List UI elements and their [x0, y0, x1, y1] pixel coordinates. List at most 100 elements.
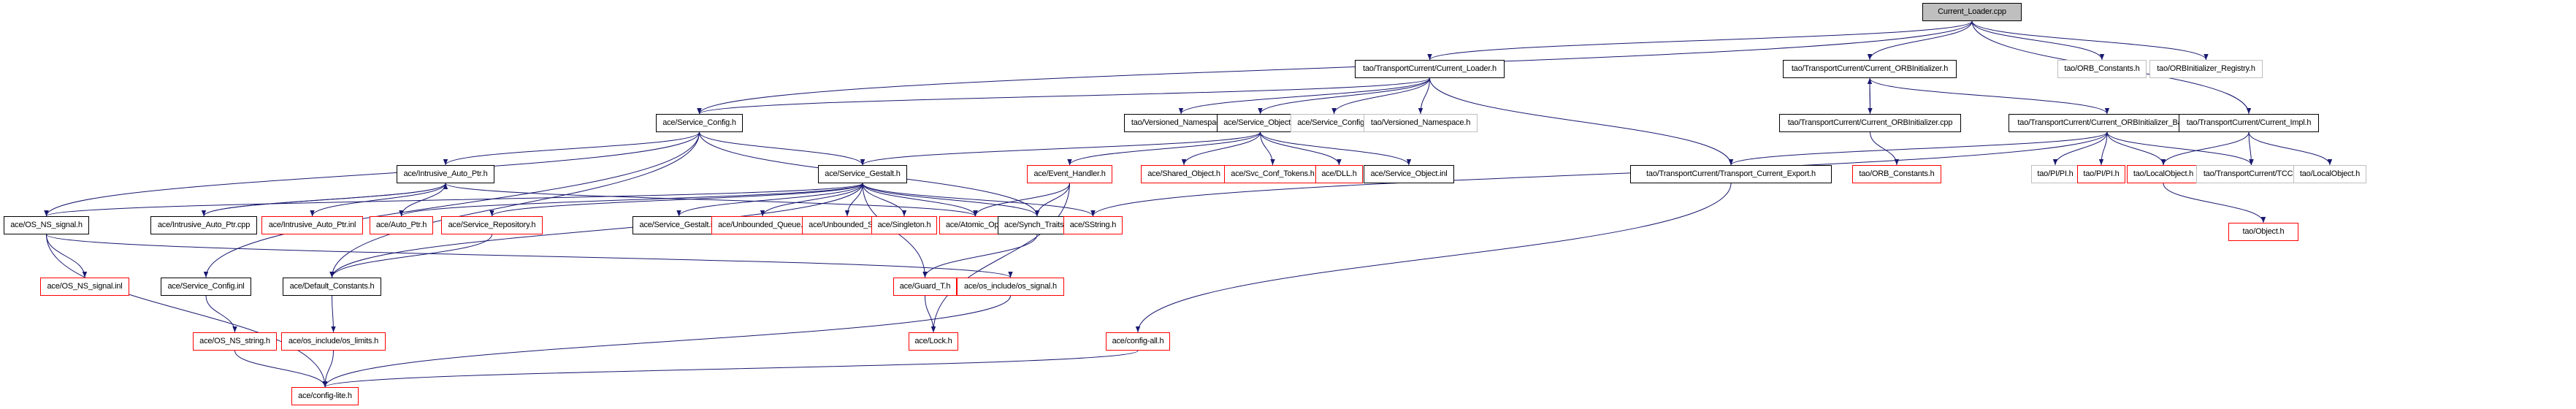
graph-node-dll-h[interactable]: ace/DLL.h: [1315, 165, 1363, 183]
graph-node-lock-h[interactable]: ace/Lock.h: [909, 332, 958, 351]
edge-defconst_h-to-oslimits_h: [331, 295, 336, 333]
edge-cl_h-to-export_h: [1429, 77, 1734, 166]
edge-gestalt_h-to-sstring_h: [862, 183, 1096, 217]
edge-iap_cpp-to-iap_h: [203, 183, 448, 217]
graph-node-defconst-h[interactable]: ace/Default_Constants.h: [283, 278, 381, 296]
graph-node-tcc-ext: tao/TransportCurrent/TCC.h: [2196, 165, 2306, 183]
edge-svc_cfg_h-to-defconst_h: [329, 131, 700, 278]
edge-orbi_base-to-sstring_h: [1090, 131, 2108, 217]
graph-node-pi-red[interactable]: tao/PI/PI.h: [2077, 165, 2125, 183]
edge-svc_cfg_h-to-iap_h: [443, 131, 700, 166]
edge-svc_cfg_h-to-osns_sig_h: [44, 131, 700, 217]
edge-root-to-svc_cfg_h: [697, 20, 1973, 115]
graph-node-svcobj-inl[interactable]: ace/Service_Object.inl: [1364, 165, 1454, 183]
edge-orbi_h-to-orbi_base: [1869, 77, 2110, 115]
edge-cl_h-to-svc_cfg_h: [697, 77, 1430, 115]
graph-node-root[interactable]: Current_Loader.cpp: [1922, 3, 2022, 21]
edge-evh_h-to-lock_h: [930, 183, 1070, 333]
edge-gestalt_h-to-defconst_h: [329, 183, 863, 278]
graph-node-orbi-base[interactable]: tao/TransportCurrent/Current_ORBInitiali…: [2009, 114, 2206, 132]
graph-node-autoptr-h[interactable]: ace/Auto_Ptr.h: [370, 216, 433, 234]
graph-node-guard-h[interactable]: ace/Guard_T.h: [893, 278, 957, 296]
graph-node-ossig-h[interactable]: ace/os_include/os_signal.h: [957, 278, 1064, 296]
graph-node-svc-cfg-h[interactable]: ace/Service_Config.h: [656, 114, 743, 132]
edge-gestalt_h-to-synch_h: [862, 183, 1040, 217]
edge-evh_h-to-atomic_h: [973, 183, 1070, 217]
graph-node-iap-cpp[interactable]: ace/Intrusive_Auto_Ptr.cpp: [150, 216, 257, 234]
edge-osns_sig_h-to-osns_sig_inl: [46, 234, 88, 278]
edge-cl_h-to-svc_obj_h: [1258, 77, 1430, 115]
edge-osns_sig_h-to-ossig_h: [46, 234, 1013, 278]
edge-gestalt_h-to-osns_sig_h: [44, 183, 863, 217]
edge-svccfg_inl-to-osns_str_h: [205, 295, 237, 333]
edge-gestalt_h-to-ubq_h: [760, 183, 863, 217]
edge-gestalt_h-to-svcrep_h: [489, 183, 863, 217]
edge-guard_h-to-lock_h: [925, 295, 936, 333]
edge-evh_h-to-synch_h: [1034, 183, 1070, 217]
graph-node-evh-h[interactable]: ace/Event_Handler.h: [1027, 165, 1112, 183]
graph-node-sstring-h[interactable]: ace/SString.h: [1063, 216, 1123, 234]
graph-node-impl-h[interactable]: tao/TransportCurrent/Current_Impl.h: [2179, 114, 2319, 132]
edge-svc_cfg_h-to-svccfg_inl: [203, 131, 700, 278]
edge-lobj_red-to-object_h: [2163, 183, 2266, 223]
graph-node-vns-ext: tao/Versioned_Namespace.h: [1364, 114, 1478, 132]
graph-node-svc-cfg-ext: ace/Service_Config.h: [1291, 114, 1377, 132]
graph-node-oslimits-h[interactable]: ace/os_include/os_limits.h: [281, 332, 386, 351]
edge-export_h-to-cfgall_h: [1135, 183, 1732, 333]
edge-iap_h-to-iap_inl: [310, 183, 446, 217]
graph-node-cl-h[interactable]: tao/TransportCurrent/Current_Loader.h: [1355, 60, 1505, 78]
edge-orbi_cpp-to-orbconst_red: [1870, 131, 1900, 166]
edge-gestalt_h-to-autoptr_h: [399, 183, 863, 217]
graph-node-svc-obj-h[interactable]: ace/Service_Object.h: [1217, 114, 1304, 132]
edge-iap_h-to-atomic_h: [445, 183, 978, 217]
edge-root-to-cl_h: [1427, 20, 1973, 61]
graph-node-orbreg-ext: tao/ORBInitializer_Registry.h: [2149, 60, 2263, 78]
edge-svc_obj_h-to-svcobj_inl: [1260, 131, 1412, 166]
graph-node-orbi-h[interactable]: tao/TransportCurrent/Current_ORBInitiali…: [1783, 60, 1957, 78]
graph-node-osns-sig-h[interactable]: ace/OS_NS_signal.h: [4, 216, 89, 234]
edge-svcrep_h-to-defconst_h: [329, 234, 492, 278]
graph-node-pi-ext: tao/PI/PI.h: [2031, 165, 2079, 183]
edge-root-to-orbconst_ext: [1971, 20, 2105, 61]
graph-node-cfglite-h[interactable]: ace/config-lite.h: [291, 387, 359, 405]
edge-svc_obj_h-to-dll_h: [1260, 131, 1342, 166]
edge-orbi_base-to-tcc_ext: [2106, 131, 2254, 166]
graph-node-osns-sig-inl[interactable]: ace/OS_NS_signal.inl: [40, 278, 129, 296]
graph-node-svccfg-inl[interactable]: ace/Service_Config.inl: [161, 278, 251, 296]
graph-node-gestalt-h[interactable]: ace/Service_Gestalt.h: [818, 165, 907, 183]
edge-orbi_base-to-pi_ext: [2052, 131, 2108, 166]
graph-node-shobj-h[interactable]: ace/Shared_Object.h: [1141, 165, 1227, 183]
edge-orbi_base-to-export_h: [1728, 131, 2108, 166]
graph-node-orbconst-red[interactable]: tao/ORB_Constants.h: [1852, 165, 1941, 183]
edge-cfgall_h-to-cfglite_h: [323, 350, 1139, 388]
graph-node-export-h[interactable]: tao/TransportCurrent/Transport_Current_E…: [1630, 165, 1832, 183]
edge-synch_h-to-guard_h: [922, 234, 1038, 278]
edge-cl_h-to-vns_ext: [1418, 77, 1430, 115]
graph-node-svcrep-h[interactable]: ace/Service_Repository.h: [441, 216, 543, 234]
graph-node-cfgall-h[interactable]: ace/config-all.h: [1106, 332, 1170, 351]
edge-cl_h-to-svc_cfg_ext: [1331, 77, 1430, 115]
edge-ossig_h-to-cfglite_h: [322, 295, 1011, 388]
edge-impl_h-to-lobj_red: [2160, 131, 2250, 166]
graph-node-object-h[interactable]: tao/Object.h: [2228, 223, 2298, 241]
graph-node-gestalt-inl[interactable]: ace/Service_Gestalt.inl: [632, 216, 725, 234]
graph-node-ubq-h[interactable]: ace/Unbounded_Queue.h: [711, 216, 814, 234]
edge-impl_h-to-tcc_ext: [2248, 131, 2254, 166]
graph-node-orbi-cpp[interactable]: tao/TransportCurrent/Current_ORBInitiali…: [1779, 114, 1961, 132]
graph-node-iap-inl[interactable]: ace/Intrusive_Auto_Ptr.inl: [261, 216, 363, 234]
graph-node-singleton-h[interactable]: ace/Singleton.h: [871, 216, 937, 234]
graph-node-lobj-red[interactable]: tao/LocalObject.h: [2127, 165, 2200, 183]
edge-gestalt_h-to-atomic_h: [862, 183, 978, 217]
edge-gestalt_h-to-gestalt_inl: [676, 183, 863, 217]
graph-node-orbconst-ext: tao/ORB_Constants.h: [2057, 60, 2147, 78]
graph-node-iap-h[interactable]: ace/Intrusive_Auto_Ptr.h: [397, 165, 494, 183]
graph-node-osns-str-h[interactable]: ace/OS_NS_string.h: [193, 332, 277, 351]
graph-node-svctok-h[interactable]: ace/Svc_Conf_Tokens.h: [1224, 165, 1321, 183]
edge-oslimits_h-to-cfglite_h: [322, 350, 334, 388]
edge-root-to-orbreg_ext: [1971, 20, 2209, 61]
edge-root-to-orbi_h: [1867, 20, 1973, 61]
edges-layer: [44, 20, 2333, 388]
edge-orbi_base-to-lobj_red: [2106, 131, 2166, 166]
edge-svc_obj_h-to-evh_h: [1067, 131, 1261, 166]
